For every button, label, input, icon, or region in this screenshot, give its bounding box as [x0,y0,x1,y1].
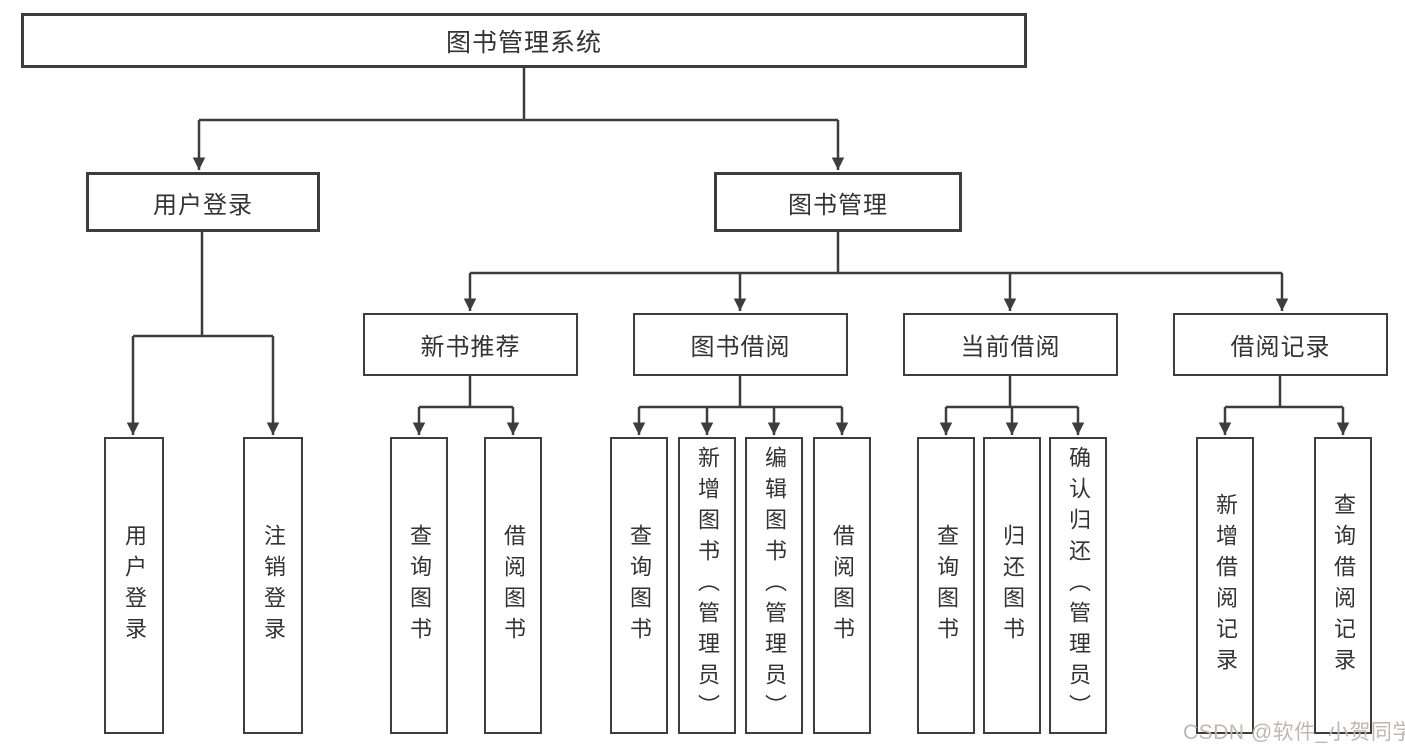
node-label: 编辑图书（管理员） [762,446,787,725]
node-label: 注销登录 [261,523,286,648]
leaf-query-books: 查询图书 [610,437,668,734]
node-label: 图书借阅 [690,334,791,361]
leaf-borrow-books: 借阅图书 [484,437,542,734]
node-library-system: 图书管理系统 [21,13,1027,68]
node-label: 新增图书（管理员） [695,446,720,725]
node-label: 查询图书 [934,523,959,648]
node-label: 借阅图书 [501,523,526,648]
node-label: 用户登录 [122,523,147,648]
node-current-borrowing: 当前借阅 [903,313,1118,376]
leaf-user-login: 用户登录 [104,437,164,734]
node-label: 借阅图书 [830,523,855,648]
connector-current-borrow-children [939,376,1085,435]
connector-user-login-children [126,232,280,435]
node-borrowing-records: 借阅记录 [1173,313,1388,376]
leaf-add-borrow-record: 新增借阅记录 [1196,437,1254,734]
leaf-query-books: 查询图书 [917,437,975,734]
leaf-logout: 注销登录 [243,437,303,734]
node-book-management: 图书管理 [714,172,962,232]
node-label: 归还图书 [1000,523,1025,648]
leaf-query-borrow-record: 查询借阅记录 [1314,437,1372,734]
leaf-borrow-books: 借阅图书 [813,437,871,734]
node-label: 图书管理 [788,191,888,219]
node-label: 查询借阅记录 [1331,492,1356,679]
node-book-borrowing: 图书借阅 [633,313,848,376]
leaf-edit-books-admin: 编辑图书（管理员） [745,437,803,734]
node-label: 借阅记录 [1230,334,1331,361]
node-label: 查询图书 [627,523,652,648]
connector-book-mgmt-children [463,232,1289,311]
leaf-add-books-admin: 新增图书（管理员） [678,437,736,734]
node-label: 查询图书 [407,523,432,648]
connector-borrow-record-children [1218,376,1350,435]
node-label: 新书推荐 [420,334,521,361]
leaf-query-books: 查询图书 [390,437,448,734]
node-label: 当前借阅 [960,334,1061,361]
leaf-return-books: 归还图书 [983,437,1041,734]
connector-root-to-level2 [192,68,845,170]
node-label: 图书管理系统 [445,28,602,57]
leaf-confirm-return-admin: 确认归还（管理员） [1049,437,1107,734]
csdn-watermark: CSDN @软件_小贺同学 [1183,721,1405,744]
node-user-login: 用户登录 [86,172,320,232]
connector-new-book-children [412,376,520,435]
node-new-book-recommend: 新书推荐 [363,313,578,376]
connector-book-borrow-children [632,376,849,435]
node-label: 确认归还（管理员） [1066,446,1091,725]
node-label: 用户登录 [153,191,253,219]
node-label: 新增借阅记录 [1213,492,1238,679]
